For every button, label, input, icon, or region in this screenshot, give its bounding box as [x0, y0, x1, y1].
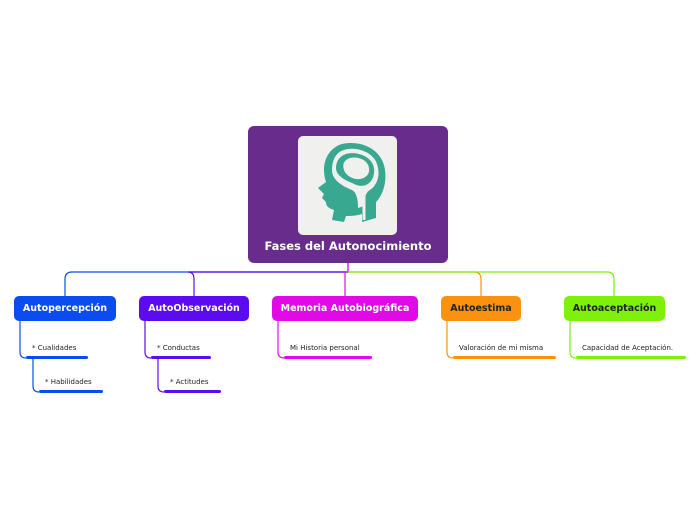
sub-item-label: * Actitudes [170, 378, 209, 386]
sub-item-label: Valoración de mi misma [459, 344, 544, 352]
branch-memoria-autobiografica[interactable]: Memoria Autobiográfica [272, 296, 418, 321]
sub-item-conductas[interactable]: * Conductas [151, 344, 217, 359]
sub-item-capacidad-aceptacion[interactable]: Capacidad de Aceptación. [576, 344, 692, 359]
branch-label: Autoaceptación [572, 303, 657, 314]
sub-item-underline [164, 390, 221, 393]
sub-item-underline [39, 390, 103, 393]
sub-item-underline [26, 356, 88, 359]
sub-item-valoracion[interactable]: Valoración de mi misma [453, 344, 562, 359]
sub-item-underline [453, 356, 556, 359]
branch-label: AutoObservación [148, 303, 240, 314]
sub-item-underline [284, 356, 372, 359]
sub-item-label: Capacidad de Aceptación. [582, 344, 674, 352]
sub-item-underline [151, 356, 211, 359]
head-brain-icon [298, 136, 397, 235]
sub-item-label: Mi Historia personal [290, 344, 360, 352]
sub-item-habilidades[interactable]: * Habilidades [39, 378, 109, 393]
central-topic[interactable]: Fases del Autonocimiento [248, 126, 448, 263]
sub-item-label: * Habilidades [45, 378, 92, 386]
branch-autoobservacion[interactable]: AutoObservación [139, 296, 249, 321]
branch-label: Autoestima [450, 303, 512, 314]
sub-item-cualidades[interactable]: * Cualidades [26, 344, 94, 359]
branch-autopercepcion[interactable]: Autopercepción [14, 296, 116, 321]
branch-autoaceptacion[interactable]: Autoaceptación [564, 296, 665, 321]
branch-label: Memoria Autobiográfica [280, 303, 410, 314]
sub-item-actitudes[interactable]: * Actitudes [164, 378, 227, 393]
branch-autoestima[interactable]: Autoestima [441, 296, 521, 321]
sub-item-historia-personal[interactable]: Mi Historia personal [284, 344, 378, 359]
sub-item-underline [576, 356, 686, 359]
sub-item-label: * Cualidades [32, 344, 77, 352]
branch-label: Autopercepción [22, 303, 108, 314]
sub-item-label: * Conductas [157, 344, 200, 352]
central-title: Fases del Autonocimiento [264, 239, 432, 253]
